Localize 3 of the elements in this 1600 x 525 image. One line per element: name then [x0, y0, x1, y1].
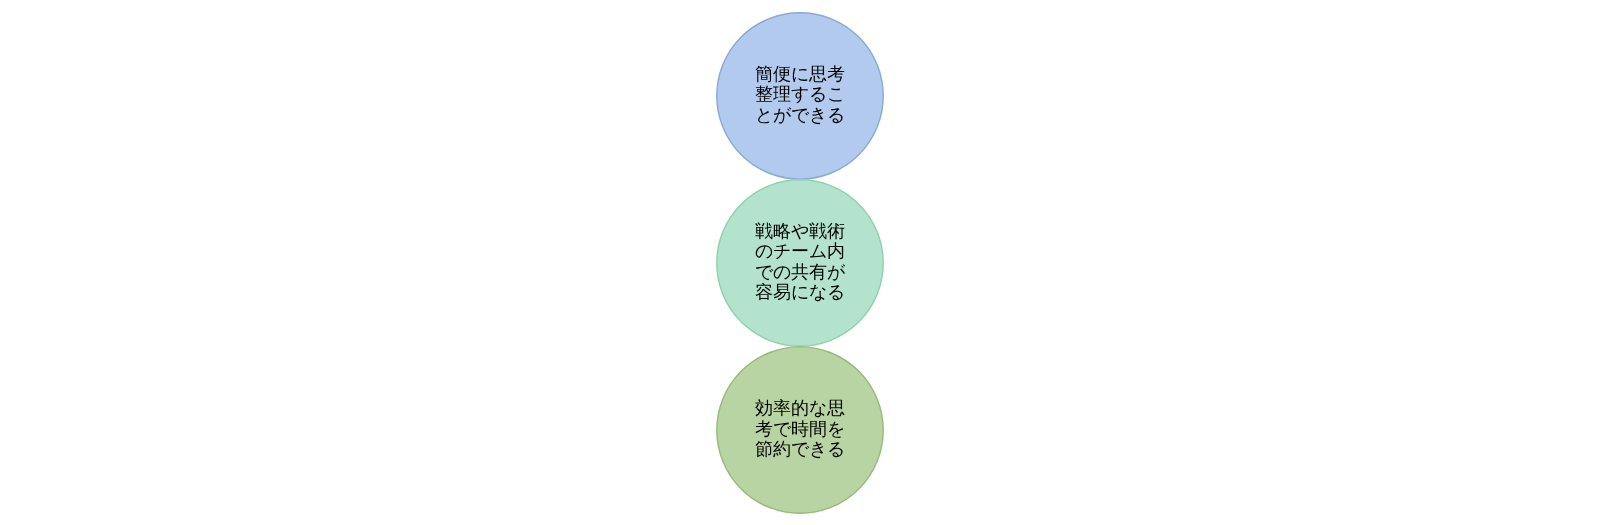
node-circle: 効率的な思考で時間を節約できる [716, 345, 884, 514]
node-circle: 簡便に思考整理することができる [716, 11, 884, 180]
node-circle: 戦略や戦術のチーム内での共有が容易になる [716, 178, 884, 347]
